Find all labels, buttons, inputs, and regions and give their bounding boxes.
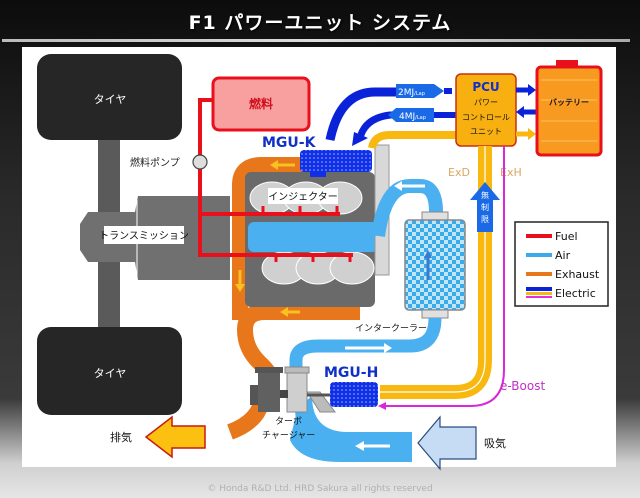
flow-2mj-unit: /Lap — [414, 91, 425, 97]
fuel-pump-icon — [192, 154, 208, 170]
legend-swatch-fuel — [526, 234, 552, 238]
tire-rear-label: タイヤ — [94, 367, 127, 380]
exhaust-out-arrow — [144, 415, 206, 459]
exhaust-out-label: 排気 — [110, 430, 132, 444]
legend-label-air: Air — [555, 249, 571, 262]
exhaust-pipe-upper — [232, 157, 360, 320]
legend-swatch-exhaust — [526, 272, 552, 276]
intake-arrow — [417, 415, 477, 471]
mgu-k — [300, 150, 372, 172]
mgu-k-label: MGU-K — [262, 135, 317, 151]
page-title: F1 パワーユニット システム — [188, 12, 452, 34]
svg-text:2MJ/Lap: 2MJ/Lap — [398, 88, 425, 98]
tire-front-label: タイヤ — [94, 93, 127, 106]
turbo-turbine — [258, 372, 280, 412]
intercooler-top-cap — [421, 211, 449, 221]
transmission-label: トランスミッション — [99, 230, 189, 242]
turbo-label-2: チャージャー — [262, 430, 315, 441]
battery — [535, 65, 603, 157]
transmission-label-bg — [104, 226, 184, 244]
intake-label: 吸気 — [484, 436, 506, 450]
tire-front — [37, 54, 182, 140]
eboost-label: e-Boost — [500, 379, 545, 393]
intake-plenum — [248, 222, 378, 252]
legend-label-exhaust: Exhaust — [555, 268, 600, 281]
mgu-h-label: MGU-H — [324, 365, 378, 381]
unlimited-char-3: 限 — [481, 215, 489, 224]
flow-4mj-unit: /Lap — [415, 115, 426, 121]
fuel-tank — [211, 76, 311, 132]
mgu-h — [330, 382, 378, 407]
legend-label-electric: Electric — [555, 287, 596, 300]
intercooler-bottom-cap — [421, 309, 449, 319]
pcu-title: PCU — [472, 80, 499, 94]
exd-label: ExD — [448, 166, 470, 179]
turbo-compressor — [286, 371, 308, 413]
title-divider — [2, 39, 630, 42]
svg-text:4MJ/Lap: 4MJ/Lap — [399, 112, 426, 122]
legend-swatch-electric-yellow — [526, 292, 552, 295]
legend: Fuel Air Exhaust Electric — [514, 221, 609, 307]
flow-4mj-badge — [396, 108, 434, 122]
battery-label: バッテリー — [549, 98, 589, 107]
electric-line-2mj — [325, 87, 400, 142]
unlimited-char-2: 制 — [481, 202, 489, 212]
flow-2mj-label: 2MJ — [398, 88, 414, 98]
electric-eboost-line — [384, 146, 505, 407]
injector-label: インジェクター — [268, 191, 338, 203]
pcu-line3: ユニット — [470, 127, 502, 136]
mgu-k-connector — [310, 172, 326, 177]
legend-swatch-electric-magenta — [526, 296, 552, 298]
electric-yellow-mguk — [368, 131, 456, 149]
exh-label: ExH — [500, 166, 522, 179]
battery-terminal — [556, 60, 578, 68]
copyright-notice: © Honda R&D Ltd. HRD Sakura all rights r… — [207, 484, 433, 494]
flow-4mj-label: 4MJ — [399, 112, 415, 122]
injector-label-bg — [268, 188, 338, 204]
fuel-tank-label: 燃料 — [249, 96, 273, 111]
legend-label-fuel: Fuel — [555, 230, 578, 243]
intercooler — [404, 219, 466, 311]
unlimited-arrow — [470, 182, 500, 232]
turbo-label-1: ターボ — [275, 416, 302, 427]
pcu-line1: パワー — [474, 98, 498, 107]
legend-swatch-electric-blue — [526, 287, 552, 291]
fuel-pump-label: 燃料ポンプ — [130, 156, 180, 169]
tire-rear — [37, 327, 182, 415]
flow-2mj-badge — [396, 84, 434, 98]
intercooler-label: インタークーラー — [355, 323, 427, 334]
pcu-line2: コントロール — [462, 113, 510, 122]
legend-swatch-air — [526, 253, 552, 257]
air-pipe-to-intercooler — [289, 317, 442, 370]
unlimited-char-1: 無 — [481, 190, 489, 200]
